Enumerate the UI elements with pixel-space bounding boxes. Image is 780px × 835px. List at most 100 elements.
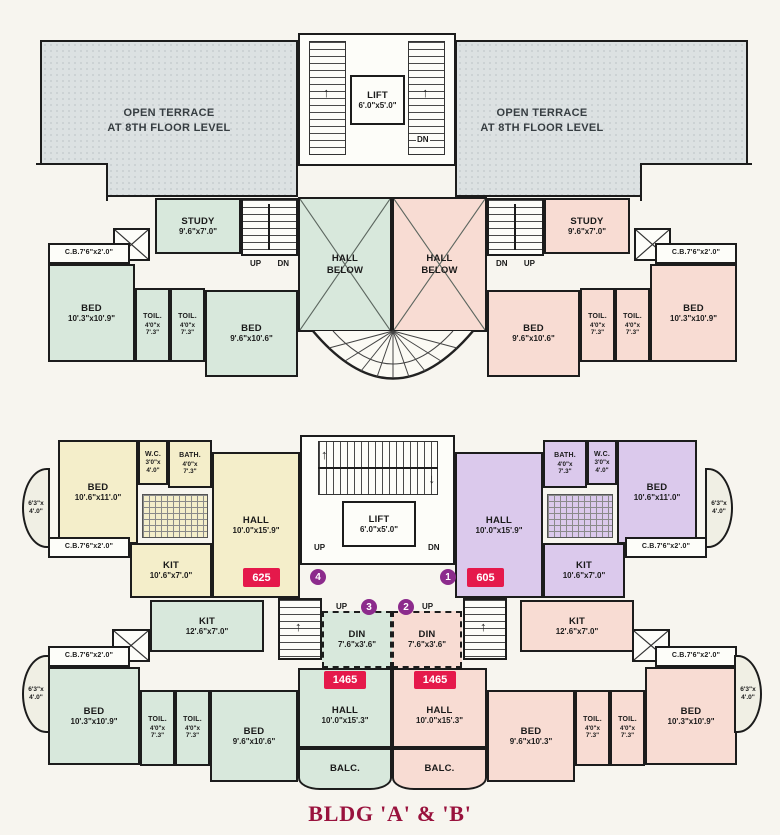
room-name: DIN	[348, 629, 366, 640]
study-room-left: STUDY 9'.6"x7'.0"	[155, 198, 241, 254]
up-arrow-icon: ↑	[422, 85, 429, 100]
room-dim: 7'.3"	[185, 732, 200, 740]
cupboard-unit1: C.B.7'6"x2'.0"	[625, 537, 707, 558]
room-name: KIT	[576, 560, 592, 571]
position-badge-3: 3	[361, 599, 377, 615]
bed-room-unit3-outer: BED 10'.3"x10'.9"	[48, 667, 140, 765]
toilet: TOIL. 4'0"x 7'.3"	[575, 690, 610, 766]
bed-room-unit2-inner: BED 9'.6"x10'.3"	[487, 690, 575, 782]
flat-number-1465: 1465	[414, 671, 456, 689]
room-name: BED	[646, 481, 668, 493]
room-dim: 9'.6"x7'.0"	[567, 226, 607, 236]
terrace-left-label: OPEN TERRACE AT 8TH FLOOR LEVEL	[42, 106, 296, 136]
double-height-cross-icon	[394, 199, 485, 330]
room-dim: 10'.0"x15'.3"	[321, 715, 369, 725]
room-dim: 4'.0"	[595, 466, 609, 474]
room-name: BELOW	[326, 264, 364, 276]
room-dim: 7'.3"	[150, 732, 165, 740]
room-name: STUDY	[570, 215, 604, 227]
room-dim: 9'.6"x10'.6"	[232, 736, 276, 746]
room-name: TOIL.	[183, 716, 202, 724]
room-dim: 7'.3"	[625, 329, 640, 337]
room-name: C.B.7'6"x2'.0"	[671, 249, 721, 257]
room-name: BALC.	[424, 763, 455, 775]
room-name: TOIL.	[588, 313, 607, 321]
side-balcony: 6'3"x 4'.0"	[22, 468, 50, 548]
toilet: TOIL. 4'0"x 7'.3"	[615, 288, 650, 362]
up-label: UP	[250, 259, 262, 268]
dining-unit2: DIN 7'.6"x3'.6"	[392, 611, 462, 668]
curved-balcony-fan	[312, 330, 474, 380]
room-dim: 12'.6"x7'.0"	[185, 626, 229, 636]
room-name: HALL	[426, 253, 453, 265]
room-name: BALC.	[329, 763, 361, 775]
room-dim: 9'.6"x7'.0"	[178, 226, 218, 236]
double-height-cross-icon	[300, 199, 390, 330]
terrace-label-line2: AT 8TH FLOOR LEVEL	[480, 121, 604, 134]
room-name: TOIL.	[143, 313, 162, 321]
bath: BATH. 4'0"x 7'.3"	[168, 440, 212, 488]
wc: W.C. 3'0"x 4'.0"	[587, 440, 617, 485]
room-dim: 10'.0"x15'.3"	[416, 715, 463, 725]
lift-shaft: LIFT 6'.0"x5'.0"	[350, 75, 405, 125]
grille-panel	[547, 494, 613, 538]
cupboard-left-top: C.B.7'6"x2'.0"	[48, 243, 130, 264]
stairwell-top-left	[241, 198, 298, 256]
up-arrow-icon: ↑	[323, 85, 330, 100]
lift-dim: 6'.0"x5'.0"	[359, 525, 399, 534]
bed-room-unit2-outer: BED 10'.3"x10'.9"	[645, 667, 737, 765]
up-arrow-icon: ↑	[480, 619, 487, 634]
room-dim: 7'.3"	[183, 468, 197, 476]
toilet: TOIL. 4'0"x 7'.3"	[610, 690, 645, 766]
bed-room-top-right-outer: BED 10'.3"x10'.9"	[650, 264, 737, 362]
position-badge-1: 1	[440, 569, 456, 585]
dn-label: DN	[416, 135, 430, 144]
room-name: STUDY	[181, 215, 215, 227]
bed-room-top-left-outer: BED 10'.3"x10'.9"	[48, 264, 135, 362]
dn-label: DN	[277, 259, 289, 268]
up-arrow-icon: ↑	[295, 619, 302, 634]
wc: W.C. 3'0"x 4'.0"	[138, 440, 168, 485]
room-dim: 7'.3"	[180, 329, 195, 337]
balcony-dim: 6'3"x	[740, 685, 756, 693]
room-dim: 7'.6"x3'.6"	[337, 640, 377, 650]
room-dim: 10'.3"x10'.9"	[68, 313, 115, 323]
room-name: HALL	[242, 514, 270, 526]
stair-divider	[318, 467, 438, 469]
kitchen-unit2: KIT 12'.6"x7'.0"	[520, 600, 634, 652]
balcony-dim: 4'.0"	[741, 694, 755, 701]
stair-divider	[268, 204, 270, 250]
room-name: BED	[81, 302, 102, 314]
room-dim: 7'.3"	[145, 329, 160, 337]
room-dim: 10'.3"x10'.9"	[667, 716, 715, 726]
room-name: BED	[683, 302, 704, 314]
cupboard-unit2: C.B.7'6"x2'.0"	[655, 646, 737, 667]
up-arrow-icon: ↑	[321, 447, 328, 462]
room-dim: 10'.3"x10'.9"	[70, 716, 118, 726]
room-name: BED	[83, 705, 105, 717]
room-dim: 7'.6"x3'.6"	[407, 640, 447, 650]
dining-unit3: DIN 7'.6"x3'.6"	[322, 611, 392, 668]
balcony-dim: 4'.0"	[29, 508, 43, 515]
room-name: C.B.7'6"x2'.0"	[671, 652, 721, 660]
bed-room-top-left-inner: BED 9'.6"x10'.6"	[205, 290, 298, 377]
up-label: UP	[336, 602, 348, 611]
side-balcony: 6'3"x 4'.0"	[734, 655, 762, 733]
room-dim: 4'0"x	[145, 321, 160, 329]
room-dim: 4'0"x	[557, 460, 573, 468]
room-dim: 9'.6"x10'.6"	[512, 334, 555, 344]
terrace-label-line1: OPEN TERRACE	[496, 107, 588, 119]
room-name: HALL	[426, 704, 453, 716]
room-name: KIT	[199, 615, 215, 627]
room-dim: 10'.6"x7'.0"	[562, 571, 606, 581]
room-name: W.C.	[145, 450, 161, 458]
room-name: KIT	[163, 560, 179, 571]
cupboard-right-top: C.B.7'6"x2'.0"	[655, 243, 737, 264]
balcony-dim: 6'3"x	[28, 499, 44, 507]
stairwell-top-right	[487, 198, 544, 256]
grille-panel	[142, 494, 208, 538]
room-dim: 4'0"x	[620, 724, 635, 732]
cupboard-unit4: C.B.7'6"x2'.0"	[48, 537, 130, 558]
flat-number-1465: 1465	[324, 671, 366, 689]
room-name: TOIL.	[618, 716, 637, 724]
